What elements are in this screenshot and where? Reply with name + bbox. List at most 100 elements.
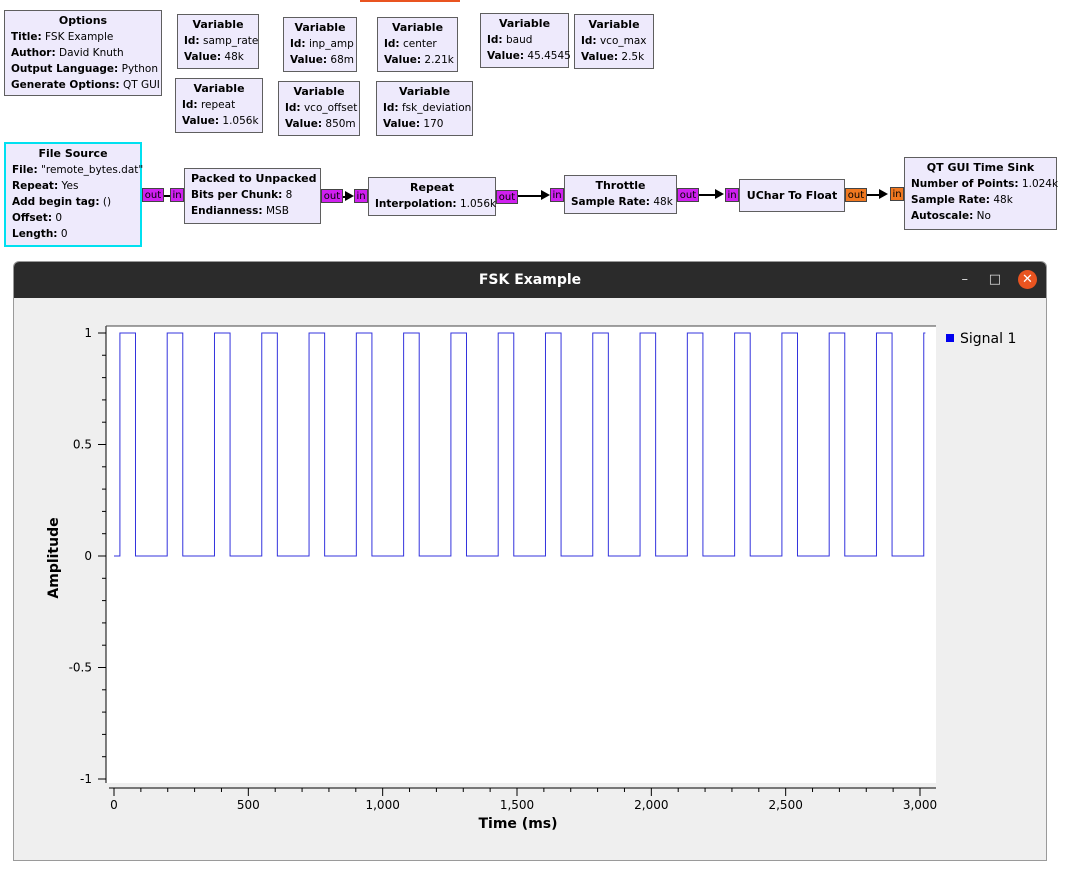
- variable-title: Variable: [391, 21, 444, 34]
- variable-block-center[interactable]: Variable Id: center Value: 2.21k: [377, 17, 458, 72]
- connection-arrow: [345, 191, 354, 201]
- variable-block-vco-offset[interactable]: Variable Id: vco_offset Value: 850m: [278, 81, 360, 136]
- y-tick-label: 0: [84, 549, 92, 563]
- signal-1-line: [114, 332, 926, 557]
- options-title: Options: [58, 14, 108, 27]
- file-source-out-port[interactable]: out: [142, 188, 164, 202]
- legend-swatch: [946, 334, 954, 342]
- y-tick-label: 1: [84, 326, 92, 340]
- repeat-row: Interpolation: 1.056k: [375, 198, 497, 210]
- x-tick-label: 0: [110, 798, 118, 812]
- legend: Signal 1: [946, 331, 1016, 347]
- variable-value: Value: 2.21k: [384, 54, 454, 66]
- variable-id: Id: center: [384, 38, 437, 50]
- variable-id: Id: fsk_deviation: [383, 102, 472, 114]
- time-sink-row: Sample Rate: 48k: [911, 194, 1013, 206]
- window-titlebar[interactable]: FSK Example – □ ✕: [14, 262, 1046, 298]
- throttle-in-port[interactable]: in: [550, 188, 564, 202]
- repeat-in-port[interactable]: in: [354, 189, 368, 203]
- throttle-title: Throttle: [595, 179, 646, 192]
- file-source-row: Repeat: Yes: [12, 180, 79, 192]
- x-ticks: 0 500 1,000 1,500 2,000 2,500 3,000: [110, 788, 937, 812]
- uchar-to-float-block[interactable]: UChar To Float: [739, 179, 845, 212]
- variable-id: Id: samp_rate: [184, 35, 259, 47]
- connection-line: [699, 194, 715, 196]
- variable-block-repeat[interactable]: Variable Id: repeat Value: 1.056k: [175, 78, 263, 133]
- variable-title: Variable: [498, 17, 551, 30]
- variable-title: Variable: [192, 18, 244, 31]
- variable-value: Value: 2.5k: [581, 51, 645, 63]
- variable-value: Value: 68m: [290, 54, 354, 66]
- variable-id: Id: baud: [487, 34, 533, 46]
- x-tick-label: 2,500: [768, 798, 802, 812]
- variable-id: Id: vco_max: [581, 35, 647, 47]
- repeat-out-port[interactable]: out: [496, 190, 518, 204]
- uchar-title: UChar To Float: [746, 189, 838, 202]
- uchar-in-port[interactable]: in: [725, 188, 739, 202]
- repeat-block[interactable]: Repeat Interpolation: 1.056k: [368, 177, 496, 216]
- variable-title: Variable: [193, 82, 245, 95]
- close-icon[interactable]: ✕: [1018, 270, 1037, 289]
- maximize-icon[interactable]: □: [988, 272, 1001, 287]
- x-tick-label: 500: [237, 798, 260, 812]
- packed-out-port[interactable]: out: [321, 189, 343, 203]
- time-sink-row: Autoscale: No: [911, 210, 991, 222]
- x-axis-label: Time (ms): [478, 816, 557, 832]
- connection-arrow: [715, 189, 724, 199]
- connection-arrow: [541, 190, 550, 200]
- packed-title: Packed to Unpacked: [191, 172, 317, 185]
- variable-block-samp-rate[interactable]: Variable Id: samp_rate Value: 48k: [177, 14, 259, 69]
- time-sink-in-port[interactable]: in: [890, 187, 904, 201]
- variable-id: Id: inp_amp: [290, 38, 354, 50]
- minimize-icon[interactable]: –: [961, 272, 969, 287]
- variable-block-fsk-deviation[interactable]: Variable Id: fsk_deviation Value: 170: [376, 81, 473, 136]
- connection-line: [518, 195, 542, 197]
- file-source-row: Length: 0: [12, 228, 68, 240]
- time-plot[interactable]: 1 0.5 0 -0.5 -1 0 500 1,000 1,500 2,000 2,500 3,00…: [14, 298, 1046, 860]
- packed-row: Bits per Chunk: 8: [191, 189, 293, 201]
- time-sink-title: QT GUI Time Sink: [926, 161, 1035, 174]
- options-row: Generate Options: QT GUI: [11, 79, 160, 91]
- x-tick-label: 3,000: [903, 798, 937, 812]
- x-tick-label: 1,500: [500, 798, 534, 812]
- variable-value: Value: 170: [383, 118, 444, 130]
- connection-line: [867, 194, 881, 196]
- time-sink-row: Number of Points: 1.024k: [911, 178, 1059, 190]
- options-block[interactable]: Options Title: FSK Example Author: David…: [4, 10, 162, 96]
- legend-label: Signal 1: [960, 331, 1017, 347]
- options-row: Title: FSK Example: [11, 31, 114, 43]
- window-title: FSK Example: [478, 272, 582, 288]
- variable-block-baud[interactable]: Variable Id: baud Value: 45.4545: [480, 13, 571, 68]
- connection-arrow: [879, 189, 888, 199]
- file-source-block[interactable]: File Source File: "remote_bytes.dat" Rep…: [4, 142, 143, 247]
- variable-title: Variable: [293, 85, 345, 98]
- time-sink-block[interactable]: QT GUI Time Sink Number of Points: 1.024…: [904, 157, 1059, 230]
- repeat-title: Repeat: [410, 181, 454, 194]
- variable-id: Id: repeat: [182, 99, 236, 111]
- variable-block-inp-amp[interactable]: Variable Id: inp_amp Value: 68m: [283, 17, 357, 72]
- variable-title: Variable: [588, 18, 640, 31]
- variable-value: Value: 48k: [184, 51, 244, 63]
- options-row: Output Language: Python: [11, 63, 159, 75]
- connection-line: [164, 195, 170, 197]
- x-tick-label: 2,000: [634, 798, 668, 812]
- options-row: Author: David Knuth: [11, 47, 124, 59]
- variable-value: Value: 45.4545: [487, 50, 571, 62]
- variable-title: Variable: [398, 85, 451, 98]
- uchar-out-port[interactable]: out: [845, 188, 867, 202]
- variable-id: Id: vco_offset: [285, 102, 358, 114]
- variable-block-vco-max[interactable]: Variable Id: vco_max Value: 2.5k: [574, 14, 654, 69]
- throttle-row: Sample Rate: 48k: [571, 196, 673, 208]
- y-tick-label: -1: [80, 772, 92, 786]
- packed-to-unpacked-block[interactable]: Packed to Unpacked Bits per Chunk: 8 End…: [184, 168, 321, 224]
- packed-in-port[interactable]: in: [170, 188, 184, 202]
- throttle-out-port[interactable]: out: [677, 188, 699, 202]
- file-source-row: Add begin tag: (): [12, 196, 112, 208]
- y-tick-label: 0.5: [73, 438, 92, 452]
- y-tick-label: -0.5: [69, 661, 92, 675]
- y-axis-label: Amplitude: [46, 517, 62, 598]
- variable-value: Value: 850m: [285, 118, 356, 130]
- x-tick-label: 1,000: [365, 798, 399, 812]
- throttle-block[interactable]: Throttle Sample Rate: 48k: [564, 175, 677, 214]
